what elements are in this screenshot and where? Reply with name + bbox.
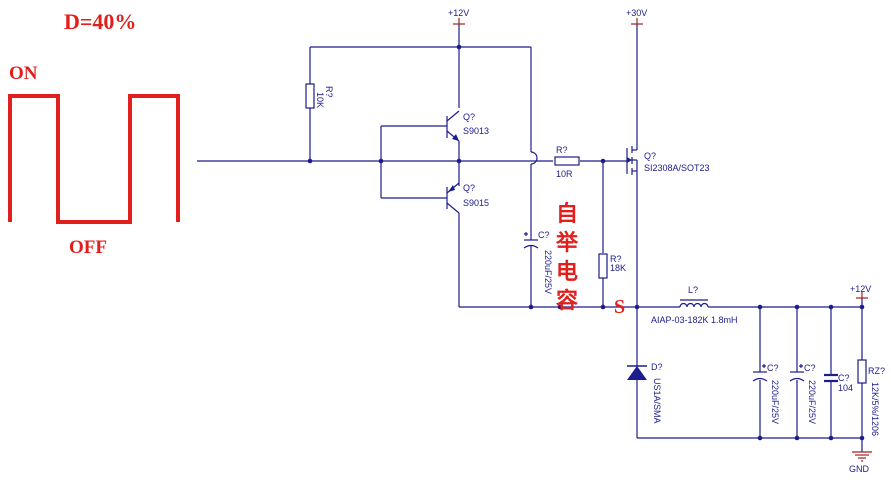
resistor-gate-10r bbox=[554, 156, 580, 166]
c-out3-value: 104 bbox=[838, 383, 853, 393]
c-boot-ref: C? bbox=[538, 230, 550, 240]
resistor-load-12k bbox=[857, 359, 867, 384]
r-gs-ref: R? bbox=[610, 254, 622, 264]
c-boot-value: 220uF/25V bbox=[543, 250, 553, 294]
bootstrap-char-2: 举 bbox=[555, 230, 579, 255]
c-out3-ref: C? bbox=[838, 373, 850, 383]
bootstrap-char-1: 自 bbox=[556, 201, 578, 226]
switch-node-label: S bbox=[614, 296, 625, 318]
junction-dots bbox=[307, 44, 865, 441]
q-pnp-ref: Q? bbox=[463, 183, 475, 193]
r-pullup-ref: R? bbox=[324, 86, 334, 98]
r-load-value: 12K/5%/1206 bbox=[870, 382, 880, 436]
duty-cycle-label: D=40% bbox=[64, 9, 136, 34]
r-gate-ref: R? bbox=[556, 145, 568, 155]
inductor-value: AIAP-03-182K 1.8mH bbox=[651, 315, 738, 325]
q-mosfet-ref: Q? bbox=[644, 151, 656, 161]
q-npn-value: S9013 bbox=[463, 126, 489, 136]
r-gate-value: 10R bbox=[556, 169, 573, 179]
r-pullup-value: 10K bbox=[315, 92, 325, 108]
inductor-coil bbox=[679, 302, 709, 308]
npn-emitter-arrow bbox=[452, 134, 459, 141]
c-out2-ref: C? bbox=[804, 363, 816, 373]
bootstrap-char-3: 电 bbox=[556, 259, 578, 284]
on-label: ON bbox=[9, 63, 38, 84]
power-symbols bbox=[453, 18, 872, 462]
q-pnp-value: S9015 bbox=[463, 198, 489, 208]
vin-label: +30V bbox=[626, 8, 647, 18]
bootstrap-capacitor-annotation: 自 举 电 容 bbox=[555, 201, 579, 313]
pwm-waveform-line bbox=[8, 94, 180, 224]
c-out2-value: 220uF/25V bbox=[807, 380, 817, 424]
mosfet-arrow bbox=[627, 157, 632, 163]
q-mosfet-value: SI2308A/SOT23 bbox=[644, 163, 710, 173]
gnd-label: GND bbox=[849, 464, 870, 474]
vout-label: +12V bbox=[850, 284, 871, 294]
inductor-ref: L? bbox=[688, 285, 698, 295]
resistor-pullup-10k bbox=[305, 83, 315, 109]
capacitor-out3 bbox=[824, 373, 838, 383]
pnp-emitter-arrow bbox=[448, 185, 455, 192]
vcc-driver-label: +12V bbox=[448, 8, 469, 18]
resistor-gs-18k bbox=[598, 253, 608, 279]
capacitor-bootstrap bbox=[523, 232, 539, 249]
pwm-waveform bbox=[8, 94, 180, 224]
diode-ref: D? bbox=[651, 362, 663, 372]
q-npn-ref: Q? bbox=[463, 112, 475, 122]
wires bbox=[197, 24, 863, 452]
diode-value: US1A/SMA bbox=[652, 378, 662, 424]
diode-body bbox=[627, 366, 647, 380]
capacitor-out1 bbox=[752, 364, 768, 382]
bootstrap-char-4: 容 bbox=[556, 288, 578, 313]
off-label: OFF bbox=[69, 237, 107, 258]
capacitor-out2 bbox=[789, 364, 805, 382]
r-gs-value: 18K bbox=[610, 263, 626, 273]
r-load-ref: RZ? bbox=[868, 366, 885, 376]
c-out1-ref: C? bbox=[767, 363, 779, 373]
c-out1-value: 220uF/25V bbox=[770, 380, 780, 424]
